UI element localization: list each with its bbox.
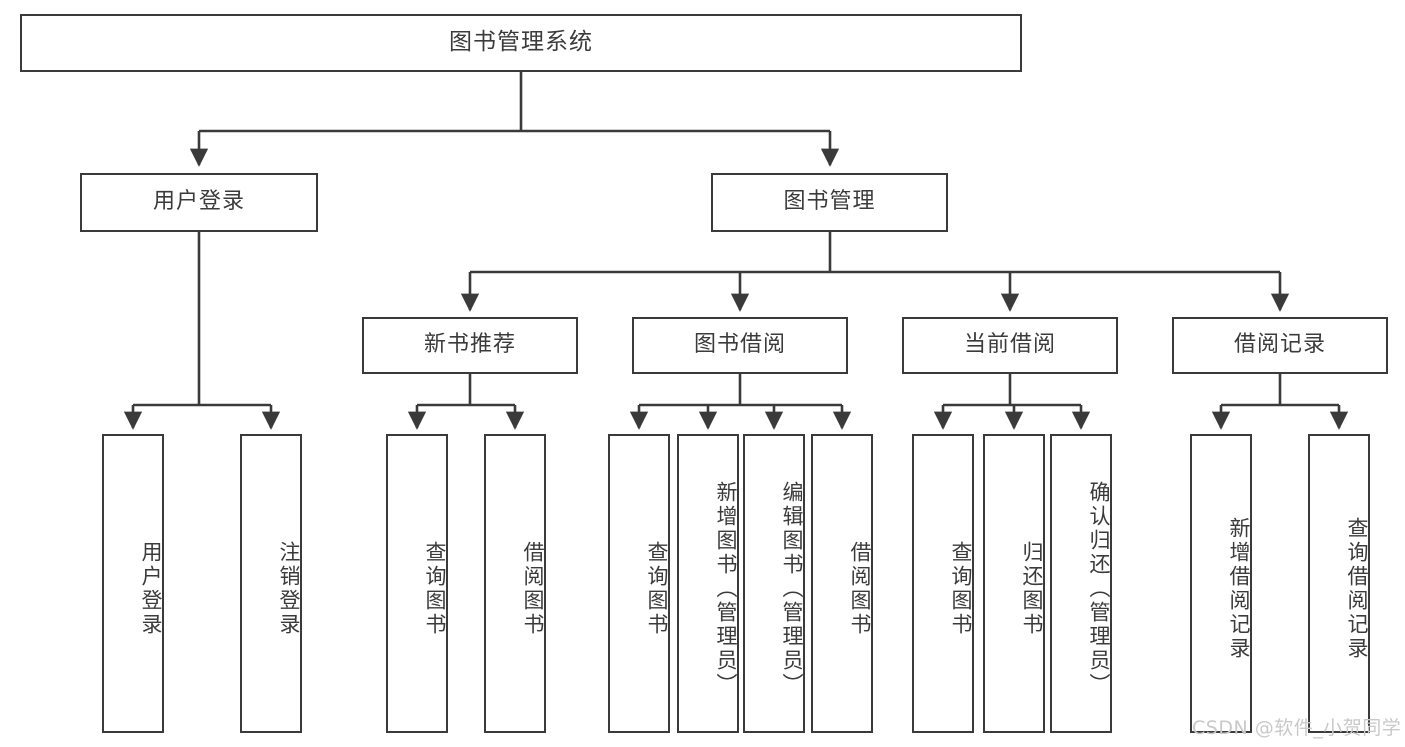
node-leaf-logout-label: 注销登录 bbox=[277, 540, 301, 637]
node-user-login[interactable]: 用户登录 bbox=[80, 173, 318, 232]
node-leaf-add-book[interactable]: 新增图书（管理员） bbox=[677, 434, 739, 733]
csdn-watermark: CSDN @软件_小贺同学 bbox=[1192, 717, 1402, 739]
node-book-borrow[interactable]: 图书借阅 bbox=[632, 317, 848, 374]
node-leaf-logout[interactable]: 注销登录 bbox=[240, 434, 302, 733]
node-leaf-query-book[interactable]: 查询图书 bbox=[608, 434, 670, 733]
node-borrow-record-label: 借阅记录 bbox=[1233, 332, 1326, 358]
node-leaf-return-book[interactable]: 归还图书 bbox=[983, 434, 1045, 733]
node-leaf-query-book-rec-label: 查询图书 bbox=[423, 540, 447, 637]
node-current-borrow-label: 当前借阅 bbox=[963, 332, 1056, 358]
node-leaf-confirm-return-label: 确认归还（管理员） bbox=[1087, 480, 1111, 697]
node-leaf-query-record[interactable]: 查询借阅记录 bbox=[1308, 434, 1370, 733]
node-leaf-borrow-book[interactable]: 借阅图书 bbox=[811, 434, 873, 733]
node-new-book-rec[interactable]: 新书推荐 bbox=[362, 317, 578, 374]
node-leaf-add-record-label: 新增借阅记录 bbox=[1227, 516, 1251, 661]
node-leaf-query-book-cur-label: 查询图书 bbox=[949, 540, 973, 637]
node-leaf-add-record[interactable]: 新增借阅记录 bbox=[1190, 434, 1252, 733]
node-leaf-query-book-label: 查询图书 bbox=[645, 540, 669, 637]
node-leaf-query-book-rec[interactable]: 查询图书 bbox=[386, 434, 448, 733]
node-root[interactable]: 图书管理系统 bbox=[20, 14, 1022, 72]
node-leaf-query-book-cur[interactable]: 查询图书 bbox=[912, 434, 974, 733]
node-root-label: 图书管理系统 bbox=[449, 29, 593, 56]
node-new-book-rec-label: 新书推荐 bbox=[423, 332, 516, 358]
node-book-borrow-label: 图书借阅 bbox=[693, 332, 786, 358]
node-leaf-borrow-book-rec-label: 借阅图书 bbox=[521, 540, 545, 637]
node-leaf-confirm-return[interactable]: 确认归还（管理员） bbox=[1050, 434, 1112, 733]
node-book-manage[interactable]: 图书管理 bbox=[711, 173, 948, 232]
node-leaf-user-login-label: 用户登录 bbox=[139, 540, 163, 637]
node-leaf-edit-book-label: 编辑图书（管理员） bbox=[780, 480, 804, 697]
node-leaf-return-book-label: 归还图书 bbox=[1020, 540, 1044, 637]
node-leaf-query-record-label: 查询借阅记录 bbox=[1345, 516, 1369, 661]
node-leaf-borrow-book-label: 借阅图书 bbox=[848, 540, 872, 637]
node-book-manage-label: 图书管理 bbox=[783, 189, 876, 215]
node-borrow-record[interactable]: 借阅记录 bbox=[1172, 317, 1388, 374]
node-user-login-label: 用户登录 bbox=[152, 189, 245, 215]
node-current-borrow[interactable]: 当前借阅 bbox=[902, 317, 1118, 374]
node-leaf-add-book-label: 新增图书（管理员） bbox=[714, 480, 738, 697]
node-leaf-user-login[interactable]: 用户登录 bbox=[102, 434, 164, 733]
node-leaf-borrow-book-rec[interactable]: 借阅图书 bbox=[484, 434, 546, 733]
node-leaf-edit-book[interactable]: 编辑图书（管理员） bbox=[743, 434, 805, 733]
